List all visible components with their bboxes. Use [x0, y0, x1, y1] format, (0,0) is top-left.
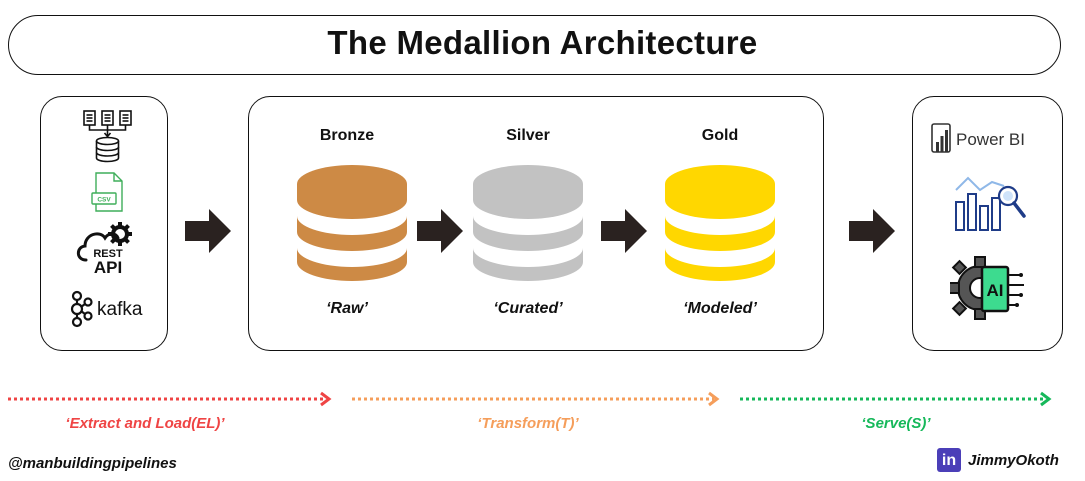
csv-file-icon: CSV — [91, 172, 123, 212]
ai-label: AI — [987, 281, 1004, 300]
stage-arrow-serve — [740, 391, 1052, 407]
linkedin-icon: in — [937, 448, 961, 472]
layer-subtitle-gold: ‘Modeled’ — [683, 300, 757, 317]
stage-label-transform: ‘Transform(T)’ — [477, 415, 579, 432]
layer-name-silver: Silver — [506, 127, 550, 144]
api-label: API — [94, 258, 122, 276]
power-bi-icon: Power BI — [931, 123, 1025, 153]
power-bi-label: Power BI — [956, 130, 1025, 149]
rest-api-icon: REST API — [76, 222, 132, 276]
silver-database-icon — [473, 165, 583, 281]
layer-subtitle-bronze: ‘Raw’ — [326, 300, 368, 317]
files-to-database-icon — [83, 110, 132, 163]
bronze-database-icon — [297, 165, 407, 281]
layer-name-bronze: Bronze — [319, 127, 375, 144]
page-title: The Medallion Architecture — [327, 24, 758, 61]
layer-subtitle-silver: ‘Curated’ — [493, 300, 563, 317]
stage-label-extract-load: ‘Extract and Load(EL)’ — [65, 415, 225, 432]
ai-chip-icon: AI — [950, 256, 1024, 320]
analytics-chart-icon — [955, 176, 1026, 231]
arrow-right-icon — [601, 209, 647, 253]
stage-arrow-extract-load — [8, 391, 332, 407]
csv-label: CSV — [97, 197, 111, 204]
sources-panel — [40, 96, 168, 351]
title-banner — [8, 15, 1061, 75]
arrow-right-icon — [185, 209, 231, 253]
stage-arrow-transform — [352, 391, 720, 407]
author-handle: @manbuildingpipelines — [8, 455, 177, 472]
consumers-panel — [912, 96, 1063, 351]
gold-database-icon — [665, 165, 775, 281]
medallion-layers-panel — [248, 96, 824, 351]
stage-label-serve: ‘Serve(S)’ — [861, 415, 931, 432]
kafka-icon: kafka — [70, 290, 143, 328]
arrow-right-icon — [849, 209, 895, 253]
rest-label: REST — [93, 248, 123, 260]
author-name: JimmyOkoth — [968, 452, 1059, 469]
layer-name-gold: Gold — [701, 127, 739, 144]
arrow-right-icon — [417, 209, 463, 253]
kafka-label: kafka — [97, 299, 143, 320]
